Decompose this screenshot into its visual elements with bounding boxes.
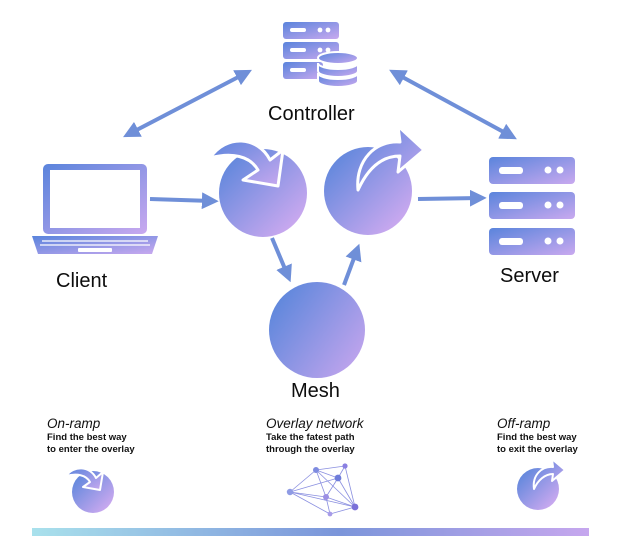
network-graph-icon: [289, 465, 356, 515]
controller-server-database-icon: [283, 22, 359, 88]
bottom-gradient-bar: [32, 528, 589, 536]
arrow-client-onramp: [149, 192, 219, 210]
offramp-sphere-icon: [324, 124, 426, 235]
offramp-description: Find the best way to exit the overlay: [497, 432, 578, 455]
laptop-icon: [32, 164, 158, 254]
onramp-sphere-icon: [208, 139, 307, 237]
controller-label: Controller: [268, 103, 355, 125]
mesh-label: Mesh: [291, 380, 340, 402]
arrow-controller-server: [389, 69, 517, 140]
server-rack-icon: [489, 157, 575, 255]
overlay-title: Overlay network: [266, 416, 364, 431]
arrow-offramp-server: [417, 189, 487, 207]
mesh-sphere-icon: [269, 282, 365, 378]
onramp-title: On-ramp: [47, 416, 101, 431]
client-label: Client: [56, 270, 108, 292]
arrow-mesh-offramp: [342, 243, 362, 286]
server-label: Server: [500, 265, 559, 287]
arrow-client-controller: [123, 69, 252, 138]
offramp-title: Off-ramp: [497, 416, 551, 431]
small-onramp-icon: [65, 467, 114, 513]
overlay-description: Take the fatest path through the overlay: [266, 432, 355, 455]
small-offramp-icon: [517, 458, 566, 510]
flow-arrows: [123, 69, 517, 286]
network-graph-nodes: [286, 463, 359, 517]
onramp-description: Find the best way to enter the overlay: [47, 432, 135, 455]
arrow-onramp-mesh: [270, 237, 292, 283]
